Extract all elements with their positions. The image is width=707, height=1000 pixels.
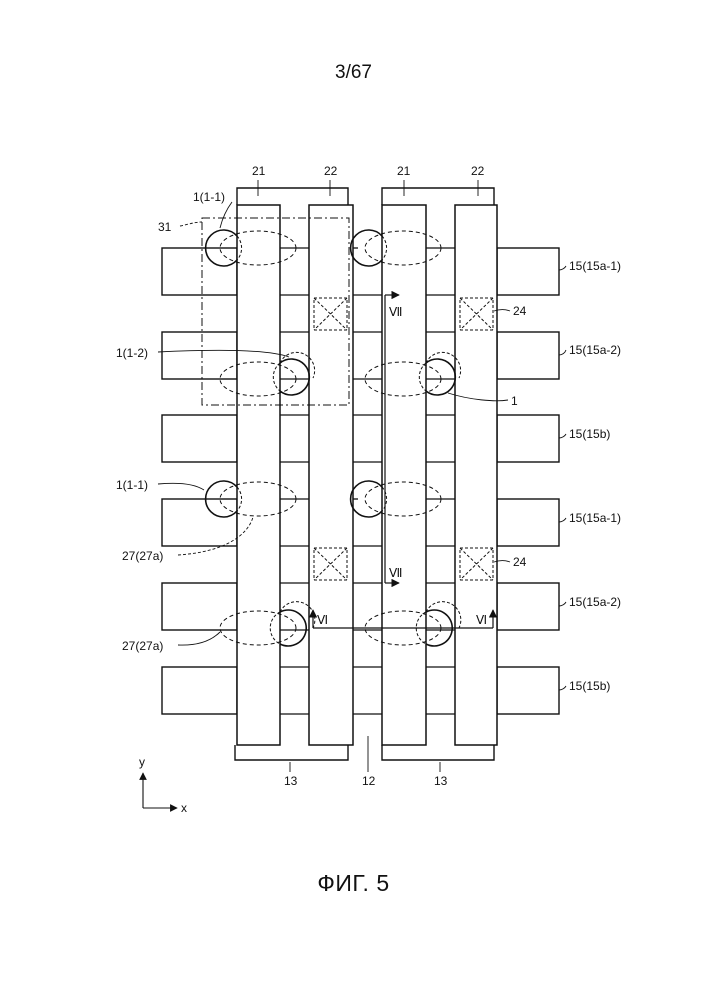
- label-section-vi-left: Ⅵ: [317, 613, 328, 627]
- label-21-left: 21: [252, 164, 266, 178]
- column-22-right: [455, 205, 497, 745]
- top-frame-left: [237, 188, 348, 205]
- strip-15-row2: [162, 332, 559, 379]
- label-section-vii-top: Ⅶ: [389, 305, 402, 319]
- figure-caption: ФИГ. 5: [0, 870, 707, 897]
- strip-15-row1: [162, 248, 559, 295]
- label-15-row4: 15(15a-1): [569, 511, 621, 525]
- label-1-1-top: 1(1-1): [193, 190, 225, 204]
- label-1-1-middle: 1(1-1): [116, 478, 148, 492]
- bottom-frame-13-left: [235, 745, 348, 760]
- label-13-right: 13: [434, 774, 448, 788]
- label-section-vii-bottom: Ⅶ: [389, 566, 402, 580]
- label-15-row1: 15(15a-1): [569, 259, 621, 273]
- strip-15-row6: [162, 667, 559, 714]
- strip-15-row4: [162, 499, 559, 546]
- label-27-lower: 27(27a): [122, 639, 163, 653]
- axis-y-label: y: [139, 755, 145, 769]
- label-21-right: 21: [397, 164, 411, 178]
- label-1: 1: [511, 394, 518, 408]
- bottom-frame-13-right: [382, 745, 494, 760]
- axis-x-label: x: [181, 801, 187, 815]
- label-12: 12: [362, 774, 376, 788]
- label-22-left: 22: [324, 164, 338, 178]
- label-31: 31: [158, 220, 172, 234]
- label-13-left: 13: [284, 774, 298, 788]
- column-21-right: [382, 205, 426, 745]
- label-24-upper: 24: [513, 304, 527, 318]
- label-24-lower: 24: [513, 555, 527, 569]
- label-15-row2: 15(15a-2): [569, 343, 621, 357]
- label-15-row3: 15(15b): [569, 427, 610, 441]
- label-1-2: 1(1-2): [116, 346, 148, 360]
- top-frame-right: [382, 188, 494, 205]
- label-22-right: 22: [471, 164, 485, 178]
- strip-15-row3: [162, 415, 559, 462]
- element-1-row5-left: [280, 610, 306, 646]
- element-1-row2-left: [280, 359, 309, 395]
- label-15-row5: 15(15a-2): [569, 595, 621, 609]
- label-15-row6: 15(15b): [569, 679, 610, 693]
- label-27-upper: 27(27a): [122, 549, 163, 563]
- label-section-vi-right: Ⅵ: [476, 613, 487, 627]
- column-22-left: [309, 205, 353, 745]
- column-21-left: [237, 205, 280, 745]
